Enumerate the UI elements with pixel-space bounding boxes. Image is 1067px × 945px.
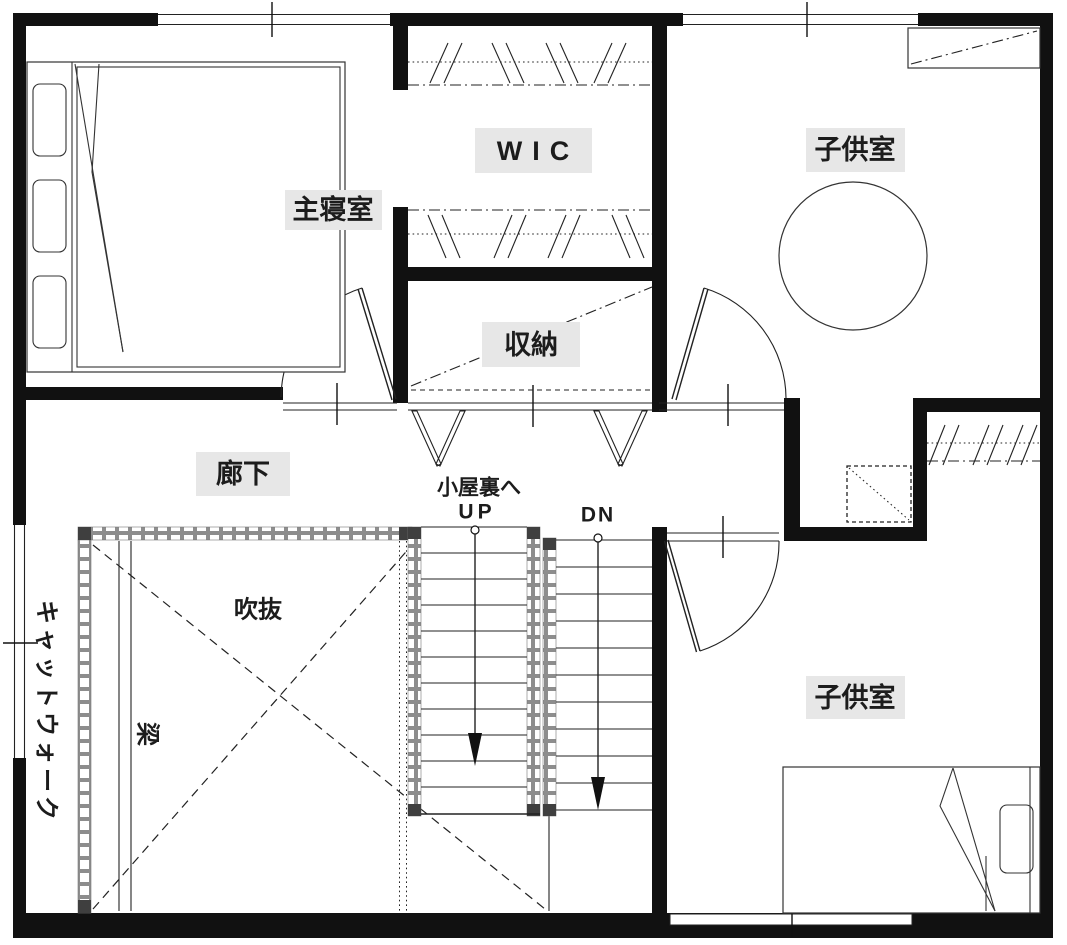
beam-label: 梁 (134, 721, 162, 746)
stairs-up-to-attic (407, 525, 550, 911)
label-void: 吹抜 (234, 597, 283, 624)
windows (3, 2, 918, 937)
attic-up-label-line1: 小屋裏へ (437, 476, 521, 500)
window-left-catwalk (3, 525, 38, 758)
down-label: DN (581, 504, 615, 527)
kids-room-south-label: 子供室 (815, 682, 896, 713)
door-kids-room-north (671, 287, 787, 401)
bifold-closet-doors (411, 410, 648, 467)
catwalk-label: キャットウォーク (33, 600, 60, 824)
niche-dashed-box (846, 465, 912, 523)
window-top-kids (683, 2, 918, 37)
storage-label: 収納 (504, 329, 558, 360)
label-wic: WIC (475, 128, 592, 173)
single-bed (782, 766, 1041, 914)
void-edge-dotted (399, 541, 407, 911)
label-down: DN (581, 504, 615, 527)
wic-hanger-hatch (408, 42, 652, 259)
down-arrow (591, 533, 605, 810)
label-master-bedroom: 主寝室 (285, 190, 382, 230)
round-rug (778, 181, 928, 331)
hallway-label: 廊下 (216, 458, 270, 489)
master-bedroom-label: 主寝室 (293, 194, 374, 225)
label-kids-room-south: 子供室 (806, 676, 905, 719)
label-attic-up: 小屋裏へ UP (437, 476, 521, 524)
stairs-down (542, 533, 652, 817)
label-kids-room-north: 子供室 (806, 128, 905, 172)
window-top-master (158, 2, 390, 37)
label-beam: 梁 (134, 721, 162, 746)
label-catwalk: キャットウォーク (33, 600, 60, 824)
label-hallway: 廊下 (196, 452, 290, 496)
desk (907, 27, 1041, 69)
kids-closet-hanger-hatch (927, 424, 1040, 466)
void-label: 吹抜 (234, 597, 283, 624)
door-kids-room-south (663, 539, 780, 653)
catwalk-railing-strip (77, 526, 413, 914)
void-x-mark (92, 544, 546, 910)
up-arrow (468, 525, 482, 766)
kids-room-north-label: 子供室 (815, 134, 896, 165)
label-storage: 収納 (482, 322, 580, 367)
attic-up-label-line2: UP (458, 501, 495, 524)
wic-label: WIC (497, 136, 579, 166)
door-thresholds (283, 383, 784, 558)
interior-walls (26, 26, 1053, 913)
beam-lines (118, 541, 132, 911)
